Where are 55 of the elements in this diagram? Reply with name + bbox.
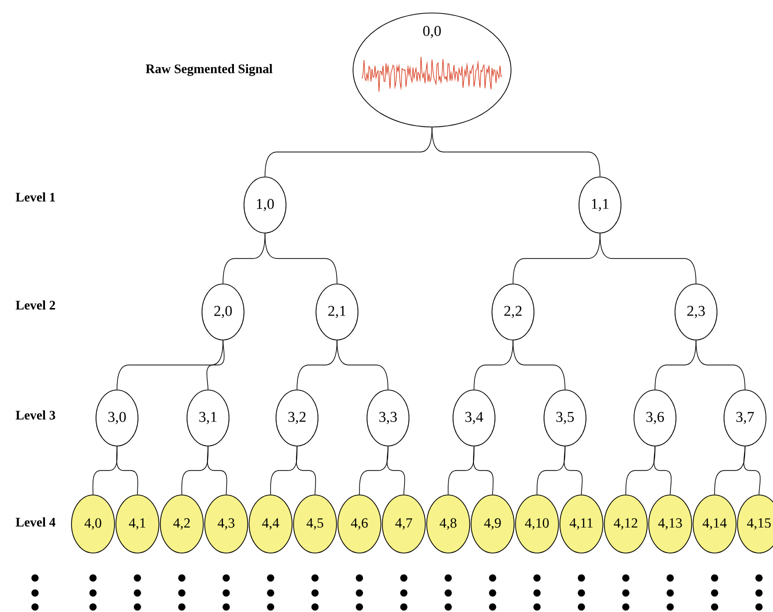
tree-node: 3,5 [544, 390, 586, 446]
connector [116, 446, 138, 495]
tree-node: 4,8 [426, 494, 470, 554]
tree-node: 2,3 [674, 284, 718, 340]
tree-node: 4,0 [71, 494, 115, 554]
connector [625, 446, 656, 495]
tree-node: 4,9 [470, 494, 514, 554]
tree-node: 4,6 [338, 494, 382, 554]
tree-node: 4,2 [160, 494, 204, 554]
connector [386, 446, 406, 495]
tree-node: 4,1 [116, 494, 160, 554]
tree-node: 3,1 [186, 390, 230, 446]
connector [743, 446, 761, 495]
tree-node: 4,15 [737, 494, 773, 554]
tree-node: 2,0 [202, 284, 244, 340]
connector [296, 446, 316, 495]
tree-node: 4,10 [515, 494, 559, 554]
tree-node: 2,2 [492, 284, 534, 340]
tree-node: 1,0 [244, 176, 286, 234]
level-label: Level 2 [16, 300, 56, 310]
tree-node: 3,0 [96, 390, 138, 446]
connector [512, 340, 566, 390]
level-label: Level 1 [16, 192, 55, 202]
connector [207, 446, 228, 495]
connector [714, 446, 746, 495]
tree-node: 3,4 [452, 390, 496, 446]
connector [336, 340, 388, 390]
connector [432, 127, 600, 177]
connector [264, 233, 338, 284]
connector [600, 233, 696, 284]
connector [564, 446, 583, 495]
connector [359, 446, 388, 495]
connector [696, 340, 746, 390]
tree-node: 1,1 [578, 176, 622, 234]
signal-caption: Raw Segmented Signal [146, 64, 272, 76]
tree-node: 4,14 [692, 494, 736, 554]
tree-node: 3,2 [276, 390, 318, 446]
tree-node: 3,6 [634, 390, 676, 446]
tree-node: 4,11 [560, 494, 604, 554]
level-label: Level 3 [16, 410, 56, 420]
tree-node: 2,1 [316, 284, 358, 340]
tree-node: 4,4 [248, 494, 292, 554]
connector [654, 446, 672, 495]
connector [116, 340, 224, 390]
tree-node: 3,7 [724, 390, 766, 446]
connector [536, 446, 566, 495]
connector [206, 340, 225, 390]
tree-node: 4,12 [604, 494, 648, 554]
connector [473, 446, 494, 495]
tree-node: 4,7 [382, 494, 426, 554]
tree-node: 4,3 [204, 494, 248, 554]
tree-node: 3,3 [366, 390, 410, 446]
tree-node: 4,13 [648, 494, 692, 554]
level-label: Level 4 [16, 517, 56, 527]
tree-node: 4,5 [293, 494, 337, 554]
